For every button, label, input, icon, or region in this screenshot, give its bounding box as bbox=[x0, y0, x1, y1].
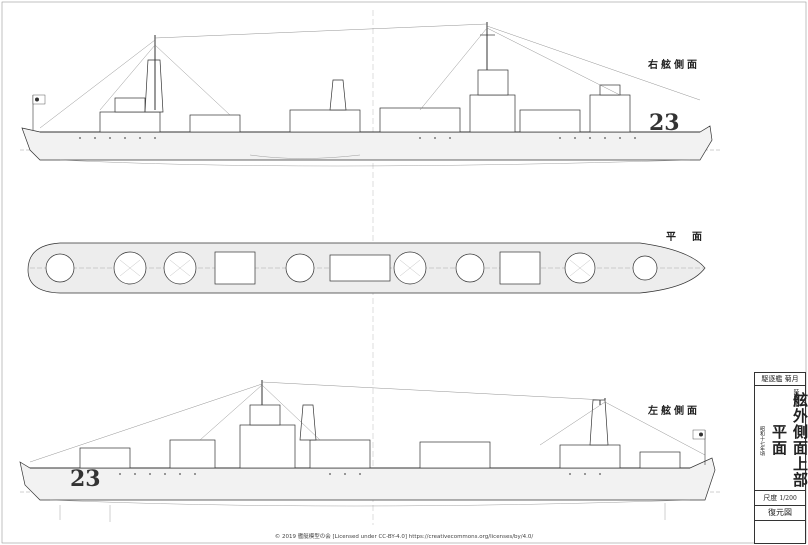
drawing-main-title: 舷外側面上部平面 bbox=[770, 392, 808, 488]
ship-name: 菊月 bbox=[784, 375, 799, 383]
license-credit: © 2019 艦艇模型の会 [Licensed under CC-BY-4.0]… bbox=[274, 534, 534, 540]
title-block-class-row: 駆逐艦 菊月 bbox=[755, 373, 805, 386]
drawing-note: 昭和十七年頃 bbox=[759, 426, 765, 456]
port-profile bbox=[19, 380, 720, 522]
title-block-type-row: 復元図 bbox=[755, 506, 805, 521]
title-block-scale-row: 尺度 1/200 bbox=[755, 491, 805, 506]
starboard-profile bbox=[20, 22, 720, 167]
ensign-flag-port bbox=[692, 429, 706, 465]
ensign-flag-starboard bbox=[32, 94, 46, 130]
drawing-subtitle: 陸船図 bbox=[792, 389, 799, 407]
hull-number-starboard: 23 bbox=[649, 110, 680, 136]
starboard-view-title: 右舷側面 bbox=[648, 60, 700, 71]
scale-label: 尺度 bbox=[763, 494, 778, 502]
plan-view bbox=[27, 242, 706, 294]
hull-number-port: 23 bbox=[70, 466, 101, 492]
drawing-type: 復元図 bbox=[768, 508, 792, 517]
port-view-title: 左舷側面 bbox=[648, 406, 700, 417]
title-block-main: 陸船図 舷外側面上部平面 昭和十七年頃 bbox=[755, 386, 808, 491]
ship-class: 駆逐艦 bbox=[761, 375, 783, 383]
scale-value: 1/200 bbox=[779, 495, 797, 502]
plan-view-title: 平 面 bbox=[666, 232, 705, 243]
title-block: 駆逐艦 菊月 陸船図 舷外側面上部平面 昭和十七年頃 尺度 1/200 復元図 bbox=[754, 372, 808, 544]
